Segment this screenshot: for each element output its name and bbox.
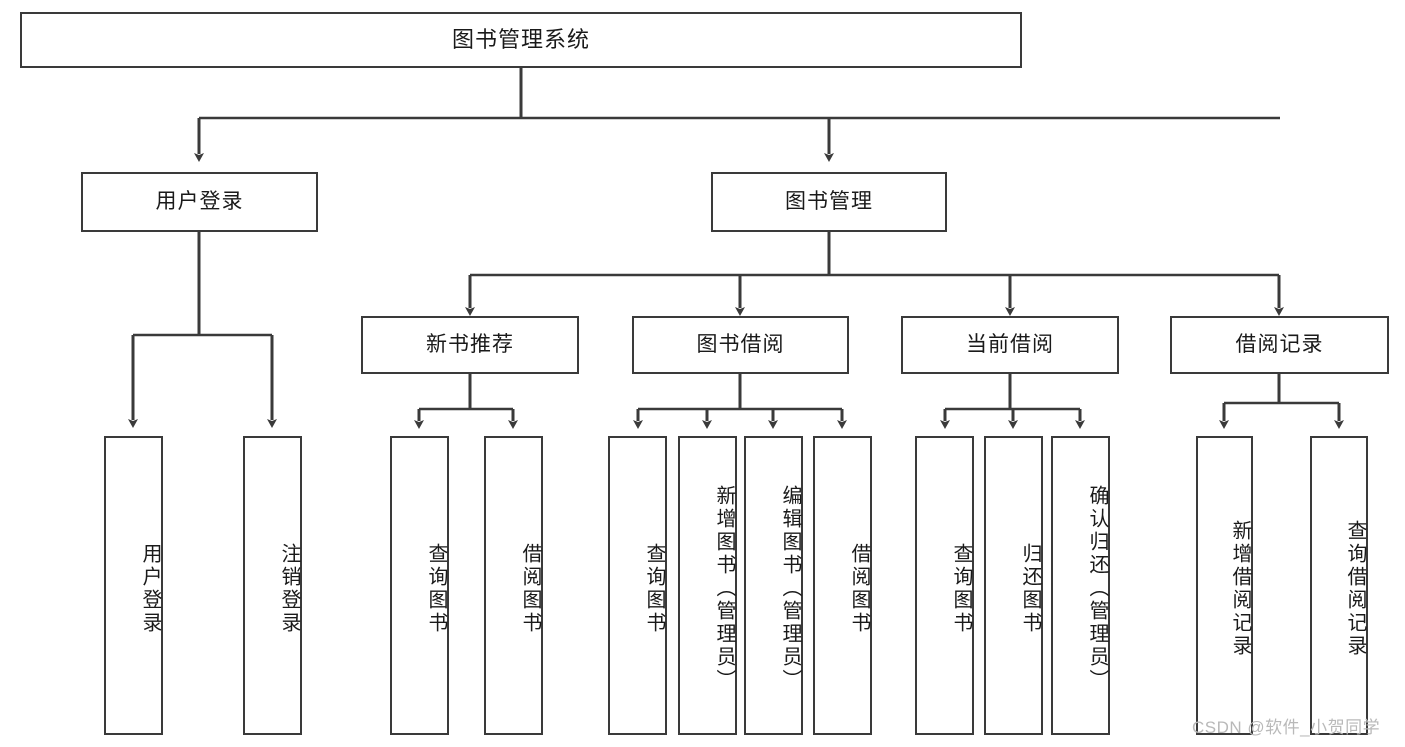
node-book-management[interactable]: 图书管理 (711, 172, 947, 232)
leaf-user-logout[interactable]: 注销登录 (243, 436, 302, 735)
leaf-user-logout-label: 注销登录 (278, 542, 300, 635)
leaf-current-return-book-label: 归还图书 (1019, 542, 1041, 635)
leaf-borrow-edit-book-label: 编辑图书（管理员） (779, 485, 801, 692)
leaf-borrow-query-book[interactable]: 查询图书 (608, 436, 667, 735)
node-borrow-record[interactable]: 借阅记录 (1170, 316, 1389, 374)
leaf-record-add-label: 新增借阅记录 (1229, 519, 1251, 658)
node-root-system[interactable]: 图书管理系统 (20, 12, 1022, 68)
leaf-borrow-query-book-label: 查询图书 (643, 542, 665, 635)
csdn-watermark-text: CSDN @软件_小贺同学 (1192, 718, 1381, 737)
leaf-current-query-book-label: 查询图书 (950, 542, 972, 635)
node-root-system-label: 图书管理系统 (451, 26, 590, 52)
leaf-current-confirm-return[interactable]: 确认归还（管理员） (1051, 436, 1110, 735)
leaf-borrow-borrow-book-label: 借阅图书 (848, 542, 870, 635)
leaf-borrow-borrow-book[interactable]: 借阅图书 (813, 436, 872, 735)
leaf-recommend-query-book[interactable]: 查询图书 (390, 436, 449, 735)
leaf-recommend-query-book-label: 查询图书 (425, 542, 447, 635)
node-borrow-record-label: 借阅记录 (1235, 333, 1324, 357)
leaf-record-add[interactable]: 新增借阅记录 (1196, 436, 1253, 735)
csdn-watermark: CSDN @软件_小贺同学 (1192, 713, 1380, 738)
leaf-current-query-book[interactable]: 查询图书 (915, 436, 974, 735)
leaf-borrow-add-book[interactable]: 新增图书（管理员） (678, 436, 737, 735)
node-book-management-label: 图书管理 (785, 190, 873, 214)
node-new-book-recommend-label: 新书推荐 (426, 333, 514, 357)
leaf-borrow-edit-book[interactable]: 编辑图书（管理员） (744, 436, 803, 735)
leaf-record-query[interactable]: 查询借阅记录 (1310, 436, 1368, 735)
leaf-current-confirm-return-label: 确认归还（管理员） (1086, 485, 1108, 692)
leaf-current-return-book[interactable]: 归还图书 (984, 436, 1043, 735)
leaf-user-login-label: 用户登录 (139, 542, 161, 635)
node-current-borrow-label: 当前借阅 (966, 333, 1054, 357)
node-user-login[interactable]: 用户登录 (81, 172, 318, 232)
leaf-record-query-label: 查询借阅记录 (1344, 519, 1366, 658)
node-user-login-label: 用户登录 (155, 190, 244, 214)
node-current-borrow[interactable]: 当前借阅 (901, 316, 1119, 374)
leaf-user-login[interactable]: 用户登录 (104, 436, 163, 735)
node-book-borrow[interactable]: 图书借阅 (632, 316, 849, 374)
leaf-borrow-add-book-label: 新增图书（管理员） (713, 485, 735, 692)
node-book-borrow-label: 图书借阅 (696, 333, 785, 357)
leaf-recommend-borrow-book[interactable]: 借阅图书 (484, 436, 543, 735)
leaf-recommend-borrow-book-label: 借阅图书 (519, 542, 541, 635)
node-new-book-recommend[interactable]: 新书推荐 (361, 316, 579, 374)
